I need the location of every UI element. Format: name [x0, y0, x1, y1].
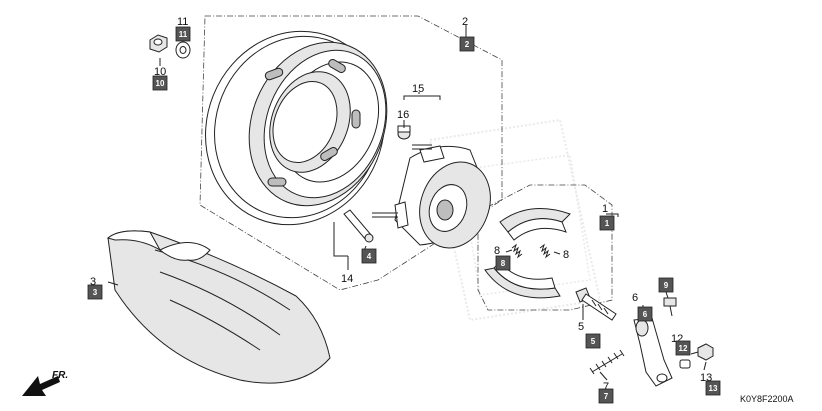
callout-number-8: 8 [494, 245, 500, 257]
wheel-rim [205, 30, 388, 226]
callout-tag-3: 3 [87, 284, 103, 300]
callout-tag-13: 13 [705, 380, 721, 396]
svg-text:11: 11 [179, 30, 188, 39]
callout-tag-1: 1 [599, 215, 615, 231]
svg-text:12: 12 [679, 344, 688, 353]
arm-nut [697, 343, 714, 361]
svg-text:9: 9 [664, 281, 669, 290]
axle-nut [149, 34, 168, 53]
callout-number-6: 6 [632, 292, 638, 304]
watermark [428, 118, 602, 322]
callout-number-16: 16 [397, 109, 409, 121]
callout-number-15: 15 [412, 83, 424, 95]
callout-tag-7: 7 [598, 388, 614, 404]
arm-pin [679, 359, 691, 369]
callout-tag-4: 4 [361, 248, 377, 264]
brake-arm [633, 317, 673, 387]
callout-number-10: 10 [154, 66, 166, 78]
callout-number-11: 11 [177, 16, 188, 28]
callout-tag-9: 9 [658, 277, 674, 293]
callout-number-5: 5 [578, 321, 584, 333]
callout-number-2: 2 [462, 16, 468, 28]
brake-shoe-group-outline [477, 184, 613, 311]
stud-bolts [372, 144, 432, 218]
direction-label: FR. [52, 370, 68, 381]
return-spring [589, 349, 625, 375]
callout-tag-2: 2 [459, 36, 475, 52]
leader-lines [107, 25, 707, 381]
svg-text:2: 2 [465, 40, 470, 49]
svg-text:13: 13 [709, 384, 718, 393]
callout-tags: 2 11 10 1 4 3 8 9 [87, 26, 721, 404]
wheel-hub [394, 145, 491, 249]
callout-tag-11: 11 [175, 26, 191, 42]
brake-shoes [484, 208, 571, 299]
callout-tag-10: 10 [152, 75, 168, 91]
catalog-code: K0Y8F2200A [740, 394, 794, 404]
front-direction-arrow: FR. [22, 370, 68, 396]
svg-text:3: 3 [93, 288, 98, 297]
svg-text:5: 5 [591, 337, 596, 346]
callout-tag-5: 5 [585, 333, 601, 349]
valve [343, 209, 374, 243]
callout-number-8b: 8 [563, 249, 569, 261]
callout-tag-6: 6 [637, 306, 653, 322]
svg-text:8: 8 [501, 259, 506, 268]
tire [106, 230, 331, 384]
washer [175, 41, 191, 59]
svg-text:7: 7 [604, 392, 609, 401]
callout-tag-12: 12 [675, 340, 691, 356]
callout-number-14: 14 [341, 273, 353, 285]
callout-number-1: 1 [602, 203, 608, 215]
brake-cam [575, 287, 617, 321]
svg-text:1: 1 [605, 219, 610, 228]
svg-text:4: 4 [367, 252, 372, 261]
svg-text:10: 10 [156, 79, 165, 88]
bolt [663, 297, 677, 317]
svg-text:6: 6 [643, 310, 648, 319]
callout-tag-8: 8 [495, 255, 511, 271]
shoe-springs [511, 243, 551, 259]
callout-number-3: 3 [90, 276, 96, 288]
callout-number-7: 7 [603, 381, 609, 393]
